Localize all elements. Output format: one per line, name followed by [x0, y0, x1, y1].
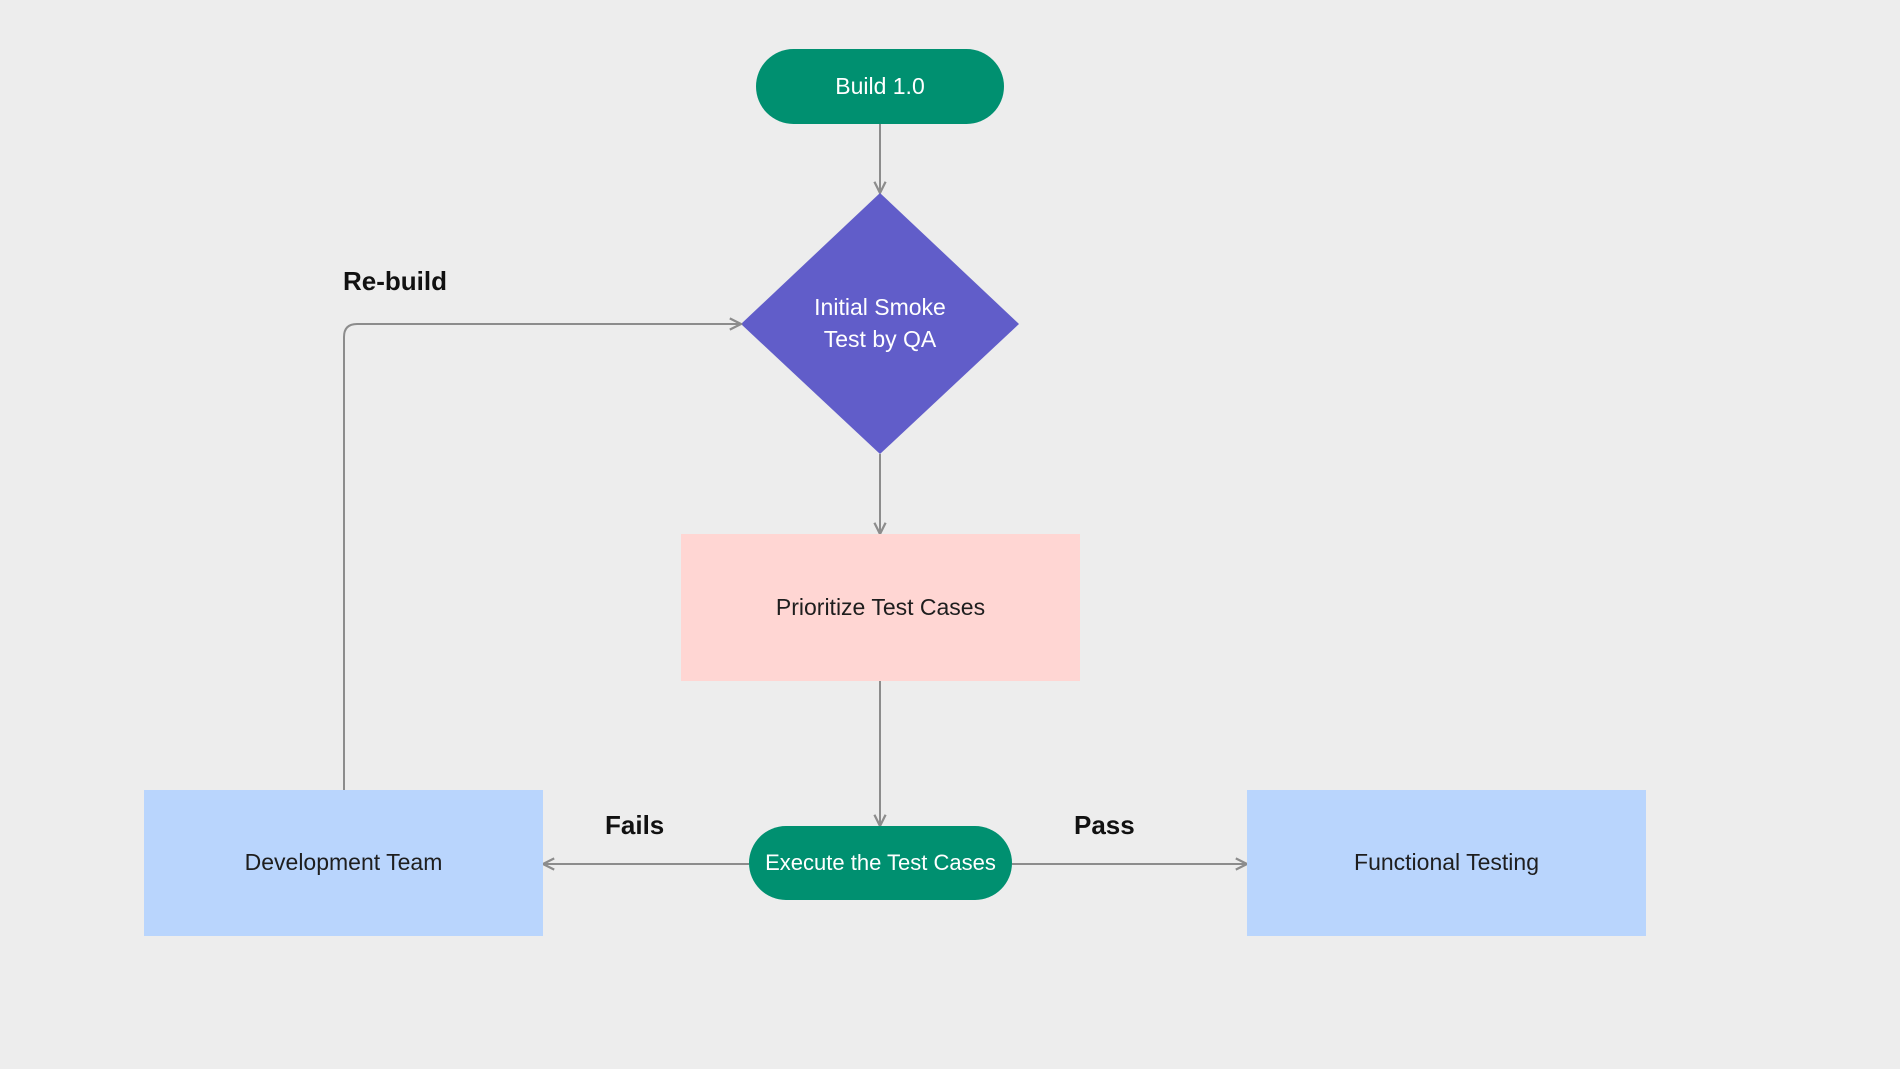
smoke-test-label: Initial Smoke Test by QA [814, 294, 946, 352]
development-team-node[interactable]: Development Team [144, 790, 543, 936]
rebuild-edge-label: Re-build [343, 266, 447, 296]
execute-test-cases-node[interactable]: Execute the Test Cases [749, 826, 1012, 900]
edge-rebuild-loop [343, 324, 741, 790]
functional-testing-node[interactable]: Functional Testing [1247, 790, 1646, 936]
build-node[interactable]: Build 1.0 [756, 49, 1004, 124]
prioritize-test-cases-node[interactable]: Prioritize Test Cases [681, 534, 1080, 681]
smoke-test-diamond[interactable] [741, 193, 1019, 454]
fails-edge-label: Fails [605, 810, 665, 840]
pass-edge-label: Pass [1074, 810, 1135, 840]
